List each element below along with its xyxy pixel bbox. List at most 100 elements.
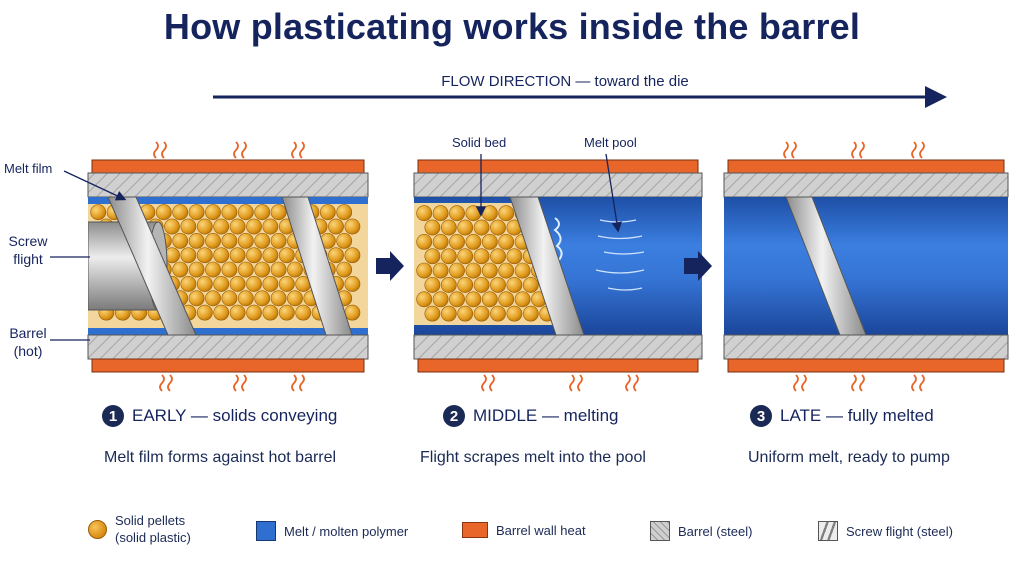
pellet	[481, 233, 498, 250]
pellet	[424, 277, 441, 293]
heat-wave	[291, 141, 297, 159]
barrel-label-line-1: Barrel	[9, 325, 47, 341]
pellet	[205, 232, 221, 249]
pellet	[465, 233, 482, 250]
barrel-wall-bottom-3	[723, 334, 1009, 360]
pellet	[449, 262, 465, 279]
heat-wave	[791, 141, 797, 159]
pellet	[188, 232, 205, 249]
heater-top-2	[417, 159, 699, 174]
stage-3-title-text: LATE — fully melted	[780, 406, 934, 425]
pellet	[254, 261, 271, 278]
pellet	[188, 204, 205, 221]
pellet	[229, 276, 246, 292]
heat-wave	[633, 374, 639, 392]
pellet	[164, 218, 180, 235]
pellet	[424, 219, 441, 236]
pellet	[180, 247, 197, 264]
barrel-label: Barrel (hot)	[2, 324, 54, 360]
pellet	[481, 205, 498, 222]
stage-1-title: 1 EARLY — solids conveying	[102, 405, 337, 427]
heat-wave	[291, 374, 297, 392]
heat-wave	[481, 374, 487, 392]
heat-wave	[859, 374, 865, 392]
pellets-stage-2	[416, 205, 556, 322]
pellet	[229, 247, 246, 264]
screw-flight-label-line-2: flight	[13, 251, 43, 267]
pellet	[188, 261, 205, 278]
pellet	[254, 290, 271, 307]
pellet	[278, 276, 295, 292]
pellet	[522, 277, 539, 293]
heat-wave	[153, 141, 159, 159]
pellet	[278, 247, 295, 264]
pellet	[262, 304, 279, 321]
heater-top-3	[727, 159, 1005, 174]
pellet	[465, 205, 482, 222]
heat-wave	[911, 141, 917, 159]
pellet	[465, 262, 482, 279]
heat-wave	[919, 374, 925, 392]
pellet	[205, 290, 221, 307]
heat-wave	[793, 374, 799, 392]
screw-flight-label: Screw flight	[2, 232, 54, 268]
pellet	[432, 291, 449, 308]
screw-flight-label-line-1: Screw	[8, 233, 48, 249]
pellet	[246, 218, 262, 235]
pellet	[180, 218, 197, 235]
pellet	[254, 232, 271, 249]
pellet	[490, 248, 506, 265]
melt-wave-a	[553, 217, 563, 261]
pellet	[449, 291, 465, 308]
page-title: How plasticating works inside the barrel	[163, 6, 861, 47]
stage-2-barrel	[413, 159, 703, 373]
pellet	[221, 204, 238, 221]
pellet	[336, 204, 353, 221]
melt-pool-leader	[605, 153, 622, 233]
barrel-label-line-2: (hot)	[13, 343, 43, 359]
legend-melt-text: Melt / molten polymer	[284, 523, 409, 539]
pellet	[506, 305, 523, 322]
pellet	[270, 232, 287, 249]
melt-icon	[256, 521, 276, 541]
pellet	[432, 205, 449, 222]
pellet	[490, 277, 506, 293]
pellet	[424, 248, 441, 265]
legend-flight-text: Screw flight (steel)	[846, 523, 953, 539]
pellet	[416, 291, 433, 308]
heat-wave	[241, 374, 247, 392]
pellet	[237, 261, 254, 278]
heat-wave	[569, 374, 575, 392]
flow-direction-label: FLOW DIRECTION — toward the die	[441, 73, 689, 90]
pellet	[221, 261, 238, 278]
pellet	[440, 248, 457, 265]
pellet	[262, 218, 279, 235]
pellet	[270, 261, 287, 278]
pellet	[196, 247, 213, 264]
heat-wave	[851, 141, 857, 159]
solid-bed-label: Solid bed	[452, 135, 507, 150]
pellet	[328, 247, 344, 264]
melt-3	[724, 197, 1008, 335]
pellet	[213, 304, 230, 321]
screw-flight-2	[509, 197, 585, 335]
heat-marks	[153, 141, 925, 392]
pellet	[457, 219, 474, 236]
pellet	[481, 262, 498, 279]
pellet	[196, 304, 213, 321]
heat-wave	[489, 374, 495, 392]
heater-bottom-2	[417, 358, 699, 373]
pellet	[205, 204, 221, 221]
pellet	[295, 304, 312, 321]
heat-wave	[625, 374, 631, 392]
pellet	[344, 247, 361, 264]
pellet	[424, 305, 441, 322]
pellet	[490, 219, 506, 236]
heat-wave	[919, 141, 925, 159]
legend-barrel-text: Barrel (steel)	[678, 523, 753, 539]
pellet	[287, 290, 303, 307]
flight-icon	[818, 521, 838, 541]
heat-wave	[167, 374, 173, 392]
stage-2-title-text: MIDDLE — melting	[473, 406, 619, 425]
pellet	[465, 291, 482, 308]
